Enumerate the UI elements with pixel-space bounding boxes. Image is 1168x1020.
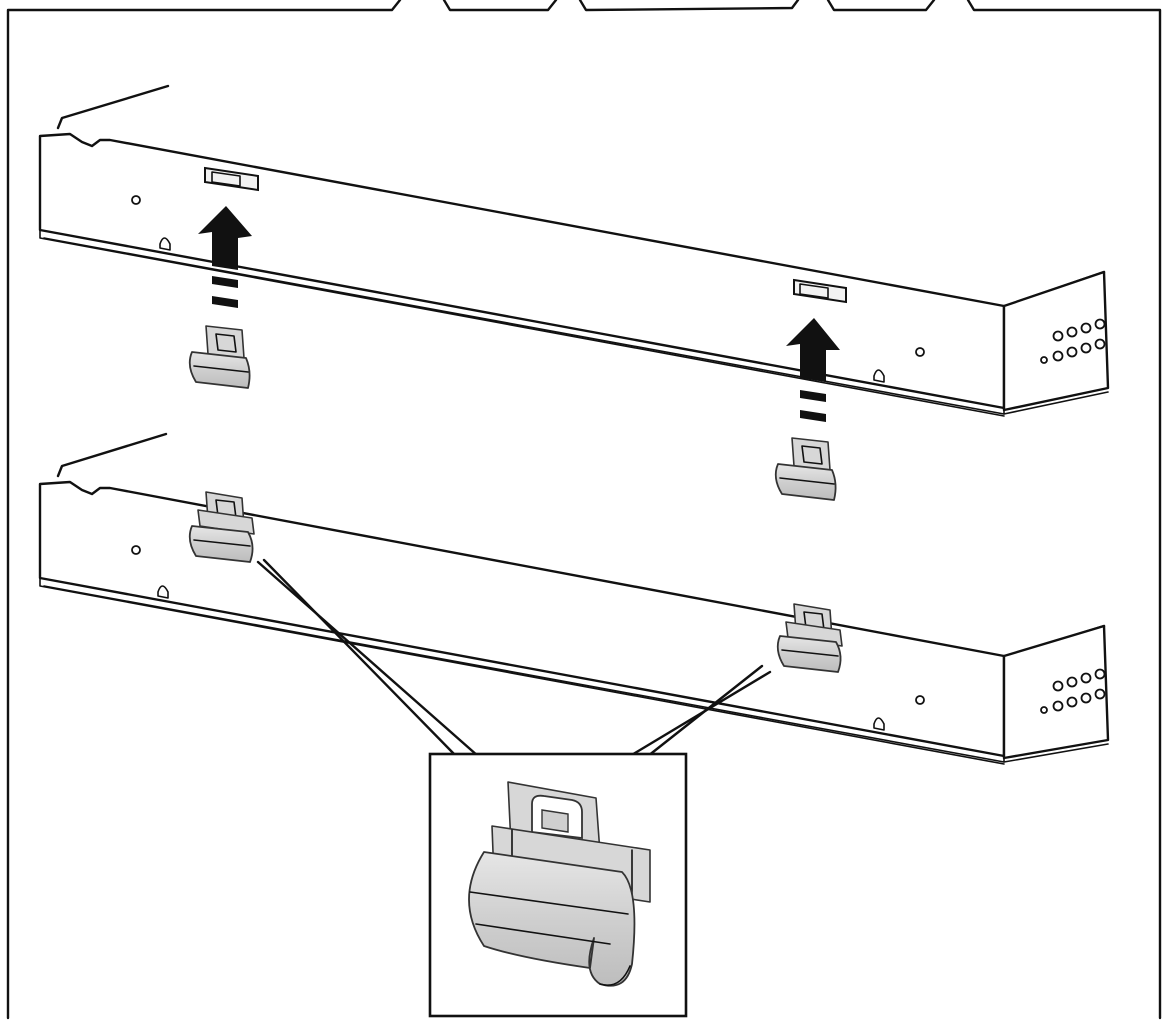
callout-detail-box [428, 752, 688, 1018]
clip-loose-right [774, 437, 837, 501]
upper-foot-right [873, 369, 885, 383]
lower-unit [38, 432, 1110, 765]
lower-side-panel [1002, 624, 1110, 760]
up-arrow-icon [198, 206, 252, 308]
upper-unit [38, 84, 1110, 417]
lower-foot-right [873, 717, 885, 731]
upper-mount-hole-right [915, 347, 925, 357]
lower-front-panel [38, 480, 1006, 758]
clip-loose-left [188, 325, 251, 389]
upper-vent-holes [1040, 318, 1106, 364]
upper-front-panel [38, 132, 1006, 410]
lower-mount-hole-left [131, 545, 141, 555]
callout-leaders [256, 558, 772, 758]
clip-installed-left [188, 491, 255, 563]
clip-detail-enlarged [468, 781, 651, 987]
lower-mount-hole-right [915, 695, 925, 705]
clip-installed-right [776, 603, 843, 673]
up-arrow-icon [786, 318, 840, 422]
upper-mount-hole-left [131, 195, 141, 205]
lower-foot-left [157, 585, 169, 599]
upper-foot-left [159, 237, 171, 251]
lower-vent-holes [1040, 668, 1106, 714]
outer-frame [6, 0, 1162, 1020]
